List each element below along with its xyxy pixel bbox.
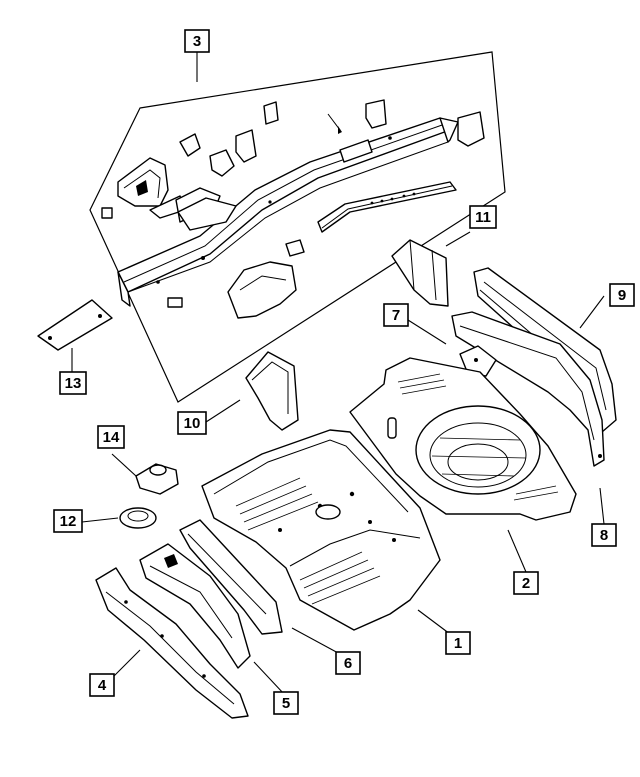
callout-11: 11 — [469, 205, 497, 229]
front-floor-pan-part-1 — [201, 429, 441, 631]
callout-2-label: 2 — [522, 575, 530, 592]
callout-5-label: 5 — [282, 695, 290, 712]
callout-14: 14 — [97, 425, 125, 449]
callout-4-label: 4 — [98, 677, 107, 694]
callout-7: 7 — [383, 303, 409, 327]
callout-10: 10 — [177, 411, 207, 435]
callout-1: 1 — [445, 631, 471, 655]
rocker-reinforcement-part — [317, 181, 457, 233]
extension-part-11 — [391, 239, 449, 307]
callout-1-label: 1 — [454, 635, 462, 652]
frame-brackets-part — [101, 99, 485, 319]
leader-lines — [71, 52, 605, 695]
rear-rail-part-8 — [451, 311, 605, 467]
callout-3: 3 — [184, 29, 210, 53]
callout-14-label: 14 — [103, 429, 120, 446]
crossmember-part-6 — [179, 519, 283, 635]
grommet-part-12 — [119, 507, 157, 529]
callout-8-label: 8 — [600, 527, 608, 544]
callout-12: 12 — [53, 509, 83, 533]
bracket-part-10 — [245, 351, 299, 431]
callout-12-label: 12 — [60, 513, 77, 530]
callout-7-label: 7 — [392, 307, 400, 324]
callout-13-label: 13 — [65, 375, 82, 392]
callout-9-label: 9 — [618, 287, 626, 304]
callout-8: 8 — [591, 523, 617, 547]
callout-13: 13 — [59, 371, 87, 395]
callout-10-label: 10 — [184, 415, 201, 432]
callout-6: 6 — [335, 651, 361, 675]
callout-2: 2 — [513, 571, 539, 595]
callout-5: 5 — [273, 691, 299, 715]
sill-part-5 — [139, 543, 251, 669]
sill-part-4 — [95, 567, 249, 719]
group-3-outline — [89, 51, 506, 403]
callout-4: 4 — [89, 673, 115, 697]
callout-3-label: 3 — [193, 33, 201, 50]
mount-part-14 — [135, 463, 179, 495]
frame-rail-part — [117, 117, 459, 307]
plate-part-13 — [37, 299, 113, 351]
callout-6-label: 6 — [344, 655, 352, 672]
callout-11-label: 11 — [475, 209, 491, 226]
rear-floor-pan-part-2 — [349, 357, 577, 521]
callout-9: 9 — [609, 283, 635, 307]
